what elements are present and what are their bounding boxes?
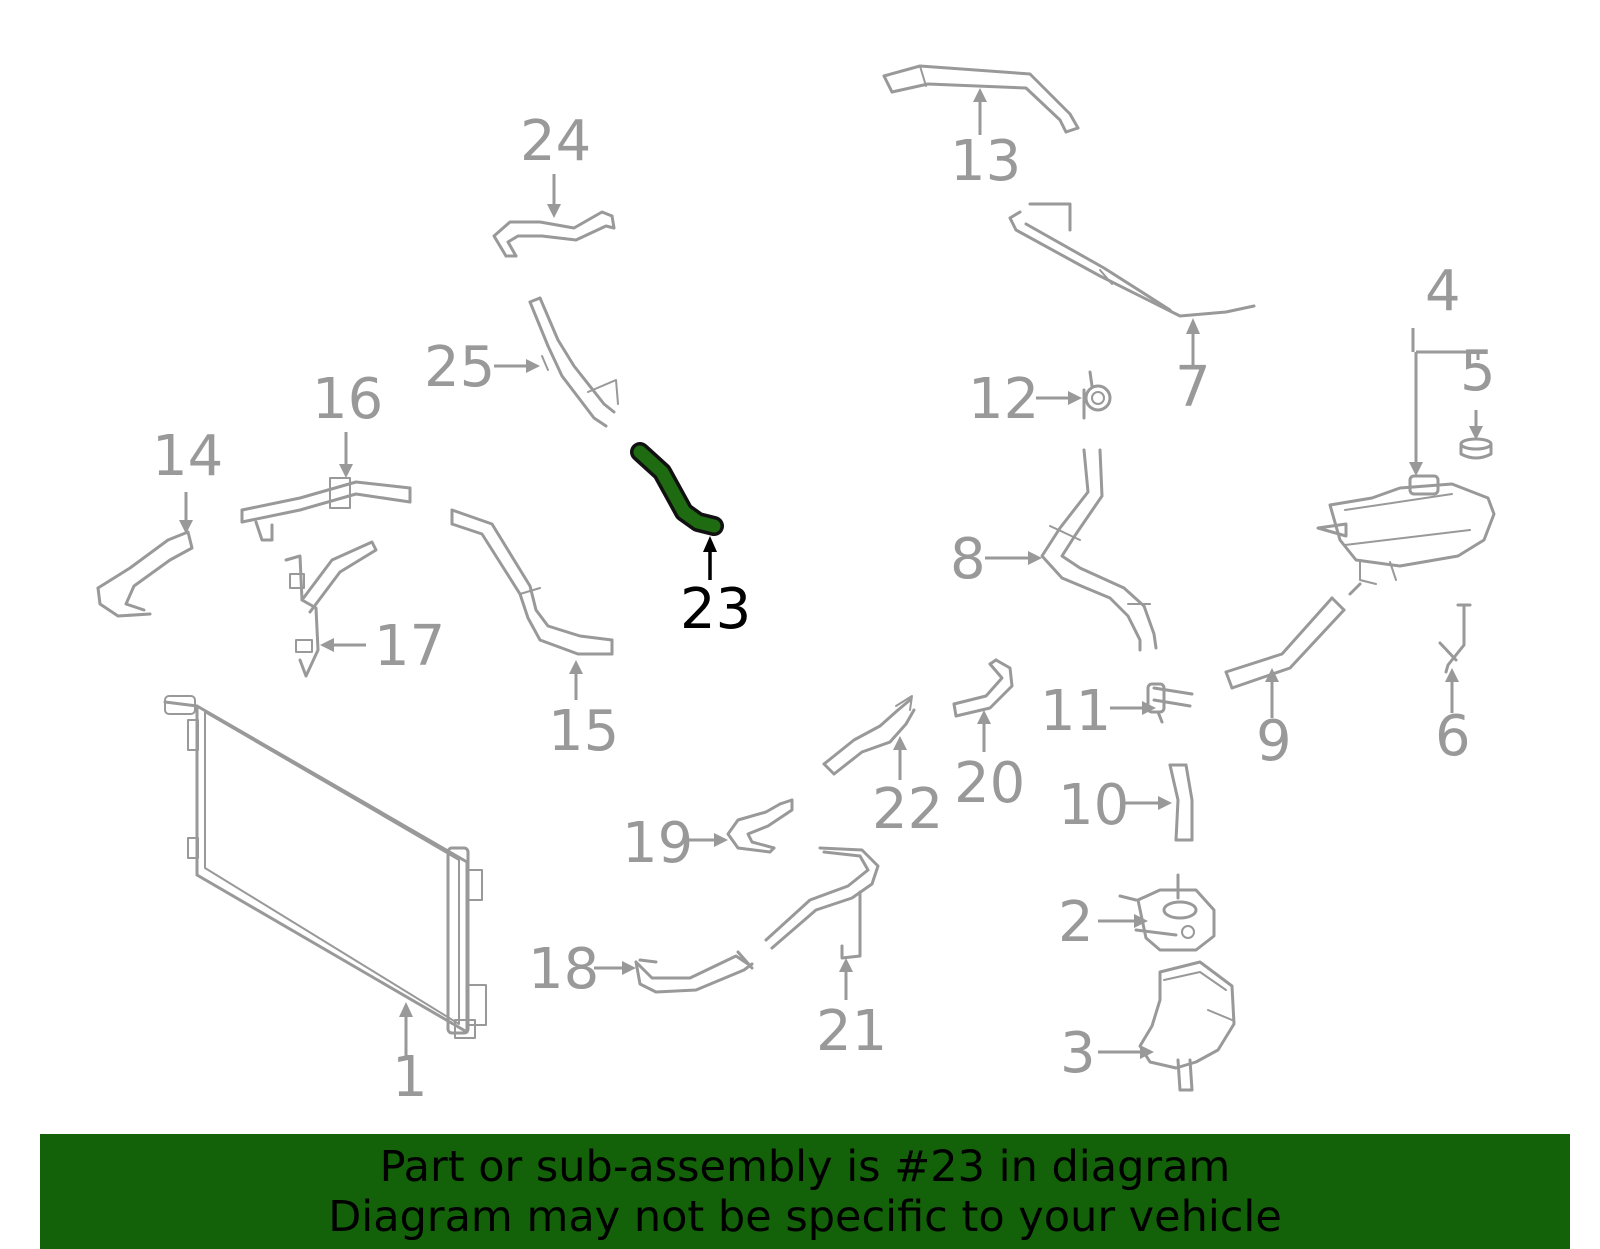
label-18: 18 bbox=[528, 937, 599, 1002]
label-4: 4 bbox=[1425, 259, 1461, 324]
part-14-hose[interactable] bbox=[96, 530, 194, 618]
label-14: 14 bbox=[152, 424, 223, 489]
part-15-hose[interactable] bbox=[450, 508, 614, 656]
part-11-fitting[interactable] bbox=[1146, 682, 1194, 724]
part-8-hose[interactable] bbox=[1040, 448, 1158, 652]
label-10: 10 bbox=[1058, 773, 1129, 838]
part-4-reservoir[interactable] bbox=[1316, 474, 1496, 596]
part-17-bracket[interactable] bbox=[284, 540, 378, 678]
part-5-cap[interactable] bbox=[1459, 437, 1493, 460]
label-11: 11 bbox=[1040, 679, 1111, 744]
callout-12: 12 bbox=[968, 367, 1082, 432]
label-8: 8 bbox=[950, 527, 986, 592]
callout-15: 15 bbox=[548, 660, 619, 764]
label-9: 9 bbox=[1256, 709, 1292, 774]
part-25-pipe[interactable] bbox=[528, 296, 619, 428]
label-5: 5 bbox=[1460, 339, 1496, 404]
callout-9: 9 bbox=[1256, 668, 1292, 774]
callout-3: 3 bbox=[1060, 1021, 1154, 1086]
part-9-hose[interactable] bbox=[1224, 596, 1346, 690]
label-22: 22 bbox=[872, 777, 943, 842]
label-20: 20 bbox=[954, 751, 1025, 816]
banner-line-2: Diagram may not be specific to your vehi… bbox=[328, 1192, 1282, 1242]
label-19: 19 bbox=[622, 811, 693, 876]
label-23: 23 bbox=[680, 577, 751, 642]
callout-14: 14 bbox=[152, 424, 223, 534]
part-2-water-pump[interactable] bbox=[1118, 873, 1216, 952]
part-6-pipe[interactable] bbox=[1438, 603, 1472, 674]
callout-23: 23 bbox=[680, 536, 751, 642]
part-3-pump-housing[interactable] bbox=[1138, 960, 1236, 1092]
callout-13: 13 bbox=[950, 88, 1021, 194]
part-23-hose-highlighted[interactable] bbox=[630, 442, 724, 536]
callout-10: 10 bbox=[1058, 773, 1172, 838]
callout-2: 2 bbox=[1058, 890, 1148, 955]
callout-4-5: 4 bbox=[1409, 259, 1480, 476]
callout-7: 7 bbox=[1175, 318, 1211, 420]
label-2: 2 bbox=[1058, 890, 1094, 955]
label-6: 6 bbox=[1435, 704, 1471, 769]
callout-8: 8 bbox=[950, 527, 1042, 592]
part-12-housing[interactable] bbox=[1082, 370, 1112, 420]
label-15: 15 bbox=[548, 699, 619, 764]
part-10-hose[interactable] bbox=[1168, 763, 1194, 842]
part-18-hose[interactable] bbox=[634, 950, 754, 994]
callout-6: 6 bbox=[1435, 668, 1471, 769]
callout-16: 16 bbox=[312, 367, 383, 478]
label-3: 3 bbox=[1060, 1021, 1096, 1086]
part-19-hose[interactable] bbox=[726, 798, 794, 854]
label-7: 7 bbox=[1175, 355, 1211, 420]
callout-21: 21 bbox=[816, 958, 887, 1064]
part-22-pipe[interactable] bbox=[822, 695, 916, 776]
part-1-radiator[interactable] bbox=[163, 695, 487, 1039]
part-16-pipe[interactable] bbox=[240, 477, 412, 542]
callout-18: 18 bbox=[528, 937, 636, 1002]
label-24: 24 bbox=[520, 109, 591, 174]
label-21: 21 bbox=[816, 999, 887, 1064]
part-20-hose[interactable] bbox=[952, 658, 1014, 718]
callout-19: 19 bbox=[622, 811, 728, 876]
callout-25: 25 bbox=[424, 335, 540, 400]
part-7-pipe[interactable] bbox=[1008, 202, 1256, 318]
callout-22: 22 bbox=[872, 736, 943, 842]
label-17: 17 bbox=[374, 614, 445, 679]
callout-24: 24 bbox=[520, 109, 591, 218]
callout-11: 11 bbox=[1040, 679, 1156, 744]
label-1: 1 bbox=[392, 1045, 428, 1110]
callout-20: 20 bbox=[954, 710, 1025, 816]
label-25: 25 bbox=[424, 335, 495, 400]
part-21-pipe[interactable] bbox=[764, 846, 880, 960]
label-16: 16 bbox=[312, 367, 383, 432]
banner-line-1: Part or sub-assembly is #23 in diagram bbox=[379, 1142, 1231, 1192]
callout-1: 1 bbox=[392, 1002, 428, 1110]
part-24-hose[interactable] bbox=[492, 210, 616, 258]
callout-5: 5 bbox=[1460, 339, 1496, 440]
part-13-hose[interactable] bbox=[882, 64, 1080, 134]
label-13: 13 bbox=[950, 129, 1021, 194]
label-12: 12 bbox=[968, 367, 1039, 432]
callout-17: 17 bbox=[320, 614, 445, 679]
info-banner: Part or sub-assembly is #23 in diagram D… bbox=[40, 1134, 1570, 1249]
